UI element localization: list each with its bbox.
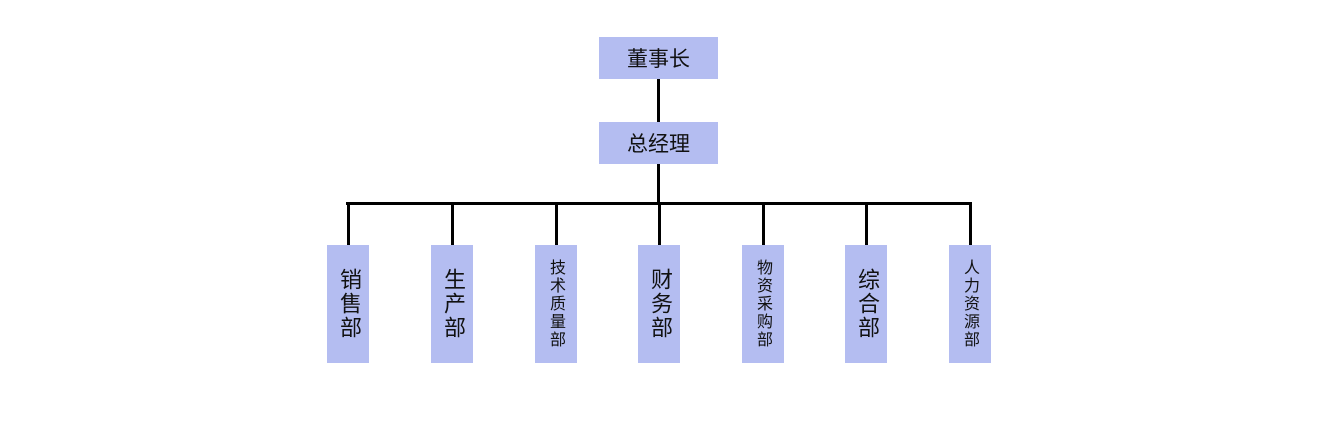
department-box: 物资采购部 [742,245,784,363]
department-label: 销售部 [336,268,361,340]
department-label: 生产部 [440,268,465,340]
department-label: 综合部 [854,268,879,340]
chairman-label: 董事长 [627,47,690,71]
department-label: 技术质量部 [547,259,566,349]
connector-department [761,203,765,245]
department-box: 人力资源部 [949,245,991,363]
department-label: 物资采购部 [754,259,773,349]
chairman-box: 董事长 [599,37,718,79]
connector-department [554,203,558,245]
connector-department [346,203,350,245]
general-manager-label: 总经理 [627,132,690,156]
department-box: 技术质量部 [535,245,577,363]
connector-chairman-gm [657,79,660,122]
connector-department [450,203,454,245]
connector-department [864,203,868,245]
department-box: 销售部 [327,245,369,363]
department-box: 财务部 [638,245,680,363]
department-box: 综合部 [845,245,887,363]
connector-department [657,203,661,245]
department-box: 生产部 [431,245,473,363]
connector-department [968,203,972,245]
general-manager-box: 总经理 [599,122,718,164]
department-label: 人力资源部 [961,259,980,349]
connector-gm-bus [657,164,660,204]
department-label: 财务部 [647,268,672,340]
